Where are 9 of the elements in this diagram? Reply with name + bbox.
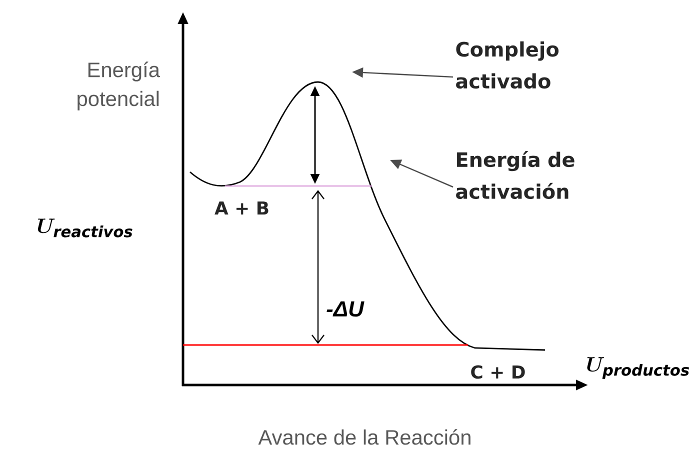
axis-label: Avance de la Reacción	[258, 429, 470, 445]
callout-text: Complejo activado	[456, 41, 559, 89]
axis-label: Energía potencial	[78, 62, 160, 110]
species-label: A + B	[214, 201, 268, 215]
level-label: $U_{\mathit{reactivos}}$	[38, 218, 132, 238]
level-label: $U_{\mathit{productos}}$	[587, 357, 690, 379]
species-label: C + D	[471, 365, 525, 379]
callout-text: Energía de activación	[456, 150, 574, 200]
energy-label: -ΔU	[326, 301, 364, 317]
